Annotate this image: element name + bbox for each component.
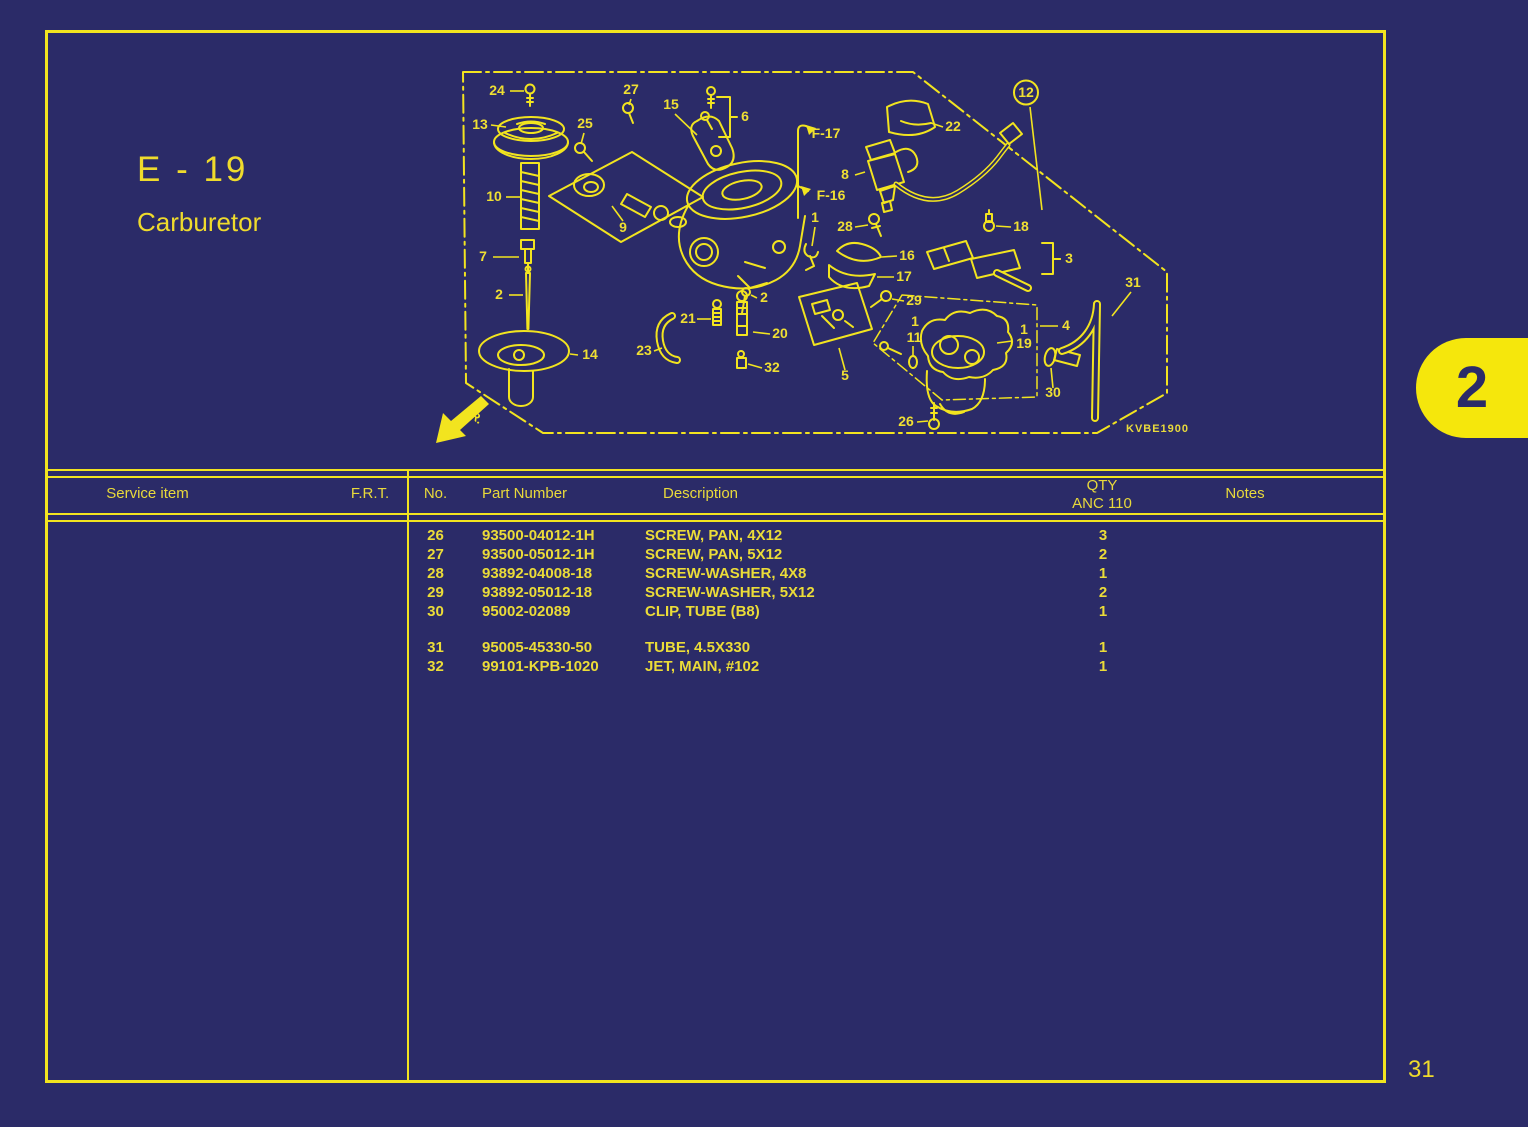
diagram-callout-6: 6 xyxy=(741,108,749,124)
cell-qty: 1 xyxy=(1098,658,1108,675)
table-row: 31 95005-45330-50 TUBE, 4.5X330 1 xyxy=(408,639,1378,658)
table-top-rule-1 xyxy=(45,469,1386,471)
table-top-rule-2 xyxy=(45,476,1386,478)
cell-no: 30 xyxy=(427,603,444,620)
diagram-callout-16: 16 xyxy=(899,247,915,263)
header-part-number: Part Number xyxy=(482,485,568,502)
diagram-callout-4: 4 xyxy=(1062,317,1070,333)
diagram-callout-28: 28 xyxy=(837,218,853,234)
fr-direction-arrow xyxy=(436,396,489,443)
cell-part-number: 93892-05012-18 xyxy=(482,584,593,601)
diagram-callout-27: 27 xyxy=(623,81,639,97)
diagram-callout-17: 17 xyxy=(896,268,912,284)
diagram-callout-23: 23 xyxy=(636,342,652,358)
header-qty: QTY ANC 110 xyxy=(1018,477,1186,513)
cell-no: 32 xyxy=(427,658,444,675)
header-description: Description xyxy=(663,485,739,502)
cell-part-number: 93892-04008-18 xyxy=(482,565,593,582)
cell-qty: 2 xyxy=(1098,546,1108,563)
diagram-callout-8: 8 xyxy=(841,166,849,182)
cell-part-number: 95002-02089 xyxy=(482,603,571,620)
table-row: 32 99101-KPB-1020 JET, MAIN, #102 1 xyxy=(408,658,1378,677)
header-qty-line1: QTY xyxy=(1086,477,1118,494)
cell-qty: 2 xyxy=(1098,584,1108,601)
diagram-callout-9: 9 xyxy=(619,219,627,235)
cell-description: SCREW, PAN, 5X12 xyxy=(645,546,783,563)
cell-part-number: 93500-04012-1H xyxy=(482,527,595,544)
page-title: Carburetor xyxy=(137,207,262,237)
table-column-divider xyxy=(407,469,409,1082)
table-row: 26 93500-04012-1H SCREW, PAN, 4X12 3 xyxy=(408,527,1378,546)
header-service-item: Service item xyxy=(106,485,189,502)
diagram-callout-10: 10 xyxy=(486,188,502,204)
diagram-callout-32: 32 xyxy=(764,359,780,375)
diagram-callout-18: 18 xyxy=(1013,218,1029,234)
cell-description: SCREW-WASHER, 5X12 xyxy=(645,584,815,601)
diagram-callout-15: 15 xyxy=(663,96,679,112)
cell-qty: 1 xyxy=(1098,565,1108,582)
diagram-callout-1: 1 xyxy=(1020,321,1028,337)
cell-description: JET, MAIN, #102 xyxy=(645,658,760,675)
diagram-callout-2: 2 xyxy=(760,289,768,305)
diagram-callout-22: 22 xyxy=(945,118,961,134)
diagram-boundary xyxy=(462,71,1168,434)
diagram-line-art xyxy=(436,71,1168,443)
diagram-callout-21: 21 xyxy=(680,310,696,326)
cell-no: 31 xyxy=(427,639,444,656)
chapter-tab[interactable]: 2 xyxy=(1416,338,1528,438)
header-notes: Notes xyxy=(1225,485,1265,502)
cell-part-number: 95005-45330-50 xyxy=(482,639,593,656)
cell-description: SCREW, PAN, 4X12 xyxy=(645,527,783,544)
diagram-callout-11: 11 xyxy=(907,329,922,345)
cell-description: SCREW-WASHER, 4X8 xyxy=(645,565,807,582)
diagram-callout-30: 30 xyxy=(1045,384,1061,400)
table-row: 29 93892-05012-18 SCREW-WASHER, 5X12 2 xyxy=(408,584,1378,603)
header-no: No. xyxy=(423,485,448,502)
page-number: 31 xyxy=(1408,1056,1435,1083)
section-code: E - 19 xyxy=(137,150,249,189)
diagram-callout-2: 2 xyxy=(495,286,503,302)
diagram-callout-24: 24 xyxy=(489,82,505,98)
diagram-callout-20: 20 xyxy=(772,325,788,341)
cell-description: CLIP, TUBE (B8) xyxy=(645,603,760,620)
cell-no: 29 xyxy=(427,584,444,601)
diagram-callout-5: 5 xyxy=(841,367,849,383)
diagram-callout-7: 7 xyxy=(479,248,487,264)
header-qty-line2: ANC 110 xyxy=(1072,495,1132,512)
diagram-callout-3: 3 xyxy=(1065,250,1073,266)
cell-qty: 1 xyxy=(1098,639,1108,656)
diagram-callout-1: 1 xyxy=(911,313,919,329)
cell-no: 27 xyxy=(427,546,444,563)
parts-table-body: 26 93500-04012-1H SCREW, PAN, 4X12 3 27 93500… xyxy=(408,527,1378,677)
diagram-callout-26: 26 xyxy=(898,413,914,429)
diagram-callout-12: 12 xyxy=(1018,84,1034,100)
cell-qty: 1 xyxy=(1098,603,1108,620)
diagram-ref-F-16: F-16 xyxy=(817,187,846,203)
diagram-code: KVBE1900 xyxy=(1126,423,1189,435)
diagram-callout-14: 14 xyxy=(582,346,598,362)
cell-qty: 3 xyxy=(1098,527,1108,544)
diagram-callout-29: 29 xyxy=(906,292,922,308)
table-row: 30 95002-02089 CLIP, TUBE (B8) 1 xyxy=(408,603,1378,622)
cell-description: TUBE, 4.5X330 xyxy=(645,639,751,656)
diagram-callout-19: 19 xyxy=(1016,335,1032,351)
diagram-callout-1: 1 xyxy=(811,209,819,225)
cell-part-number: 93500-05012-1H xyxy=(482,546,595,563)
diagram-callout-31: 31 xyxy=(1125,274,1141,290)
diagram-ref-F-17: F-17 xyxy=(812,125,841,141)
header-frt: F.R.T. xyxy=(350,485,390,502)
table-header-rule-1 xyxy=(45,513,1386,515)
cell-no: 26 xyxy=(427,527,444,544)
diagram-callout-25: 25 xyxy=(577,115,593,131)
table-row: 27 93500-05012-1H SCREW, PAN, 5X12 2 xyxy=(408,546,1378,565)
page-frame xyxy=(45,30,1386,1083)
table-header-rule-2 xyxy=(45,520,1386,522)
cell-no: 28 xyxy=(427,565,444,582)
diagram-callout-13: 13 xyxy=(472,116,488,132)
cell-part-number: 99101-KPB-1020 xyxy=(482,658,599,675)
table-row: 28 93892-04008-18 SCREW-WASHER, 4X8 1 xyxy=(408,565,1378,584)
